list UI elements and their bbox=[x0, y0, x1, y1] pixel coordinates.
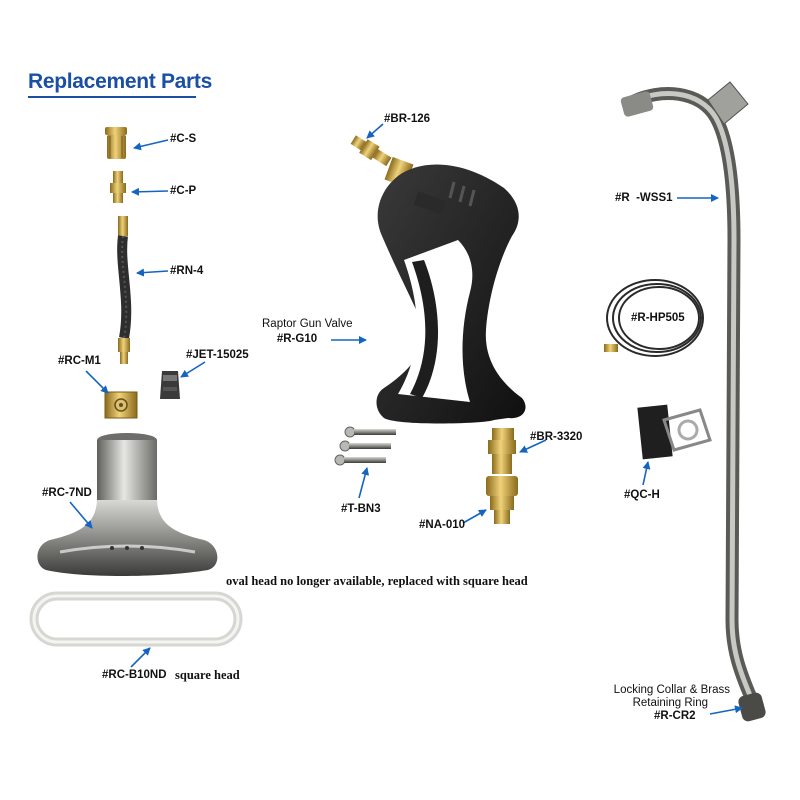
part-c-s-image bbox=[105, 127, 127, 159]
label-na-010: #NA-010 bbox=[419, 519, 466, 531]
label-qc-h: #QC-H bbox=[624, 489, 660, 501]
part-t-bn3-image bbox=[334, 426, 396, 466]
page-title: Replacement Parts bbox=[28, 70, 212, 93]
part-na-010-image bbox=[486, 476, 518, 524]
label-c-s: #C-S bbox=[170, 133, 197, 145]
label-locking-collar: Locking Collar & Brass bbox=[613, 684, 730, 696]
part-rn-4-image bbox=[117, 216, 132, 364]
part-br-126-image bbox=[350, 135, 392, 167]
label-retaining-ring: Retaining Ring bbox=[632, 697, 708, 709]
label-r-hp505: #R-HP505 bbox=[631, 312, 685, 324]
arrow-c-s bbox=[133, 139, 169, 151]
part-r-wss1-image bbox=[620, 81, 766, 722]
part-c-p-image bbox=[110, 171, 126, 203]
label-raptor-gun-valve: Raptor Gun Valve bbox=[262, 318, 353, 330]
arrow-jet bbox=[180, 361, 206, 378]
arrow-r-cr2 bbox=[709, 705, 743, 715]
label-r-g10: #R-G10 bbox=[276, 333, 318, 345]
note-oval-head: oval head no longer available, replaced … bbox=[226, 574, 528, 588]
label-rn-4: #RN-4 bbox=[170, 265, 204, 277]
part-r-hp505-image bbox=[604, 279, 704, 357]
part-jet-image bbox=[160, 371, 180, 399]
label-r-cr2: #R-CR2 bbox=[654, 710, 696, 722]
arrow-rc-7nd bbox=[69, 501, 93, 529]
arrow-t-bn3 bbox=[358, 467, 370, 499]
arrow-na-010 bbox=[462, 509, 487, 524]
part-rc-m1-image bbox=[104, 391, 138, 419]
title-underline bbox=[28, 96, 196, 98]
label-rc-b10nd: #RC-B10ND bbox=[102, 669, 167, 681]
label-rc-7nd: #RC-7ND bbox=[42, 487, 92, 499]
arrow-c-p bbox=[131, 187, 169, 196]
label-br-126: #BR-126 bbox=[384, 113, 431, 125]
arrow-br-3320 bbox=[519, 439, 547, 453]
part-raptor-gun-image bbox=[376, 156, 526, 424]
arrow-rc-b10nd bbox=[130, 647, 151, 668]
part-br-3320-image bbox=[488, 428, 516, 474]
label-jet-15025: #JET-15025 bbox=[186, 349, 249, 361]
part-qc-h-image bbox=[637, 404, 712, 460]
arrow-qc-h bbox=[642, 461, 651, 486]
label-rc-m1: #RC-M1 bbox=[58, 355, 101, 367]
callout-arrows bbox=[69, 123, 743, 715]
arrow-rn-4 bbox=[136, 268, 169, 277]
note-square-head: square head bbox=[175, 668, 240, 682]
part-rc-7nd-image bbox=[37, 433, 218, 576]
arrow-rc-m1 bbox=[85, 370, 109, 394]
part-rc-b10nd-image bbox=[29, 591, 243, 647]
label-c-p: #C-P bbox=[170, 185, 197, 197]
label-r-wss1: #R -WSS1 bbox=[615, 192, 673, 204]
arrow-br-126 bbox=[366, 123, 384, 139]
label-t-bn3: #T-BN3 bbox=[341, 503, 381, 515]
label-br-3320: #BR-3320 bbox=[530, 431, 583, 443]
